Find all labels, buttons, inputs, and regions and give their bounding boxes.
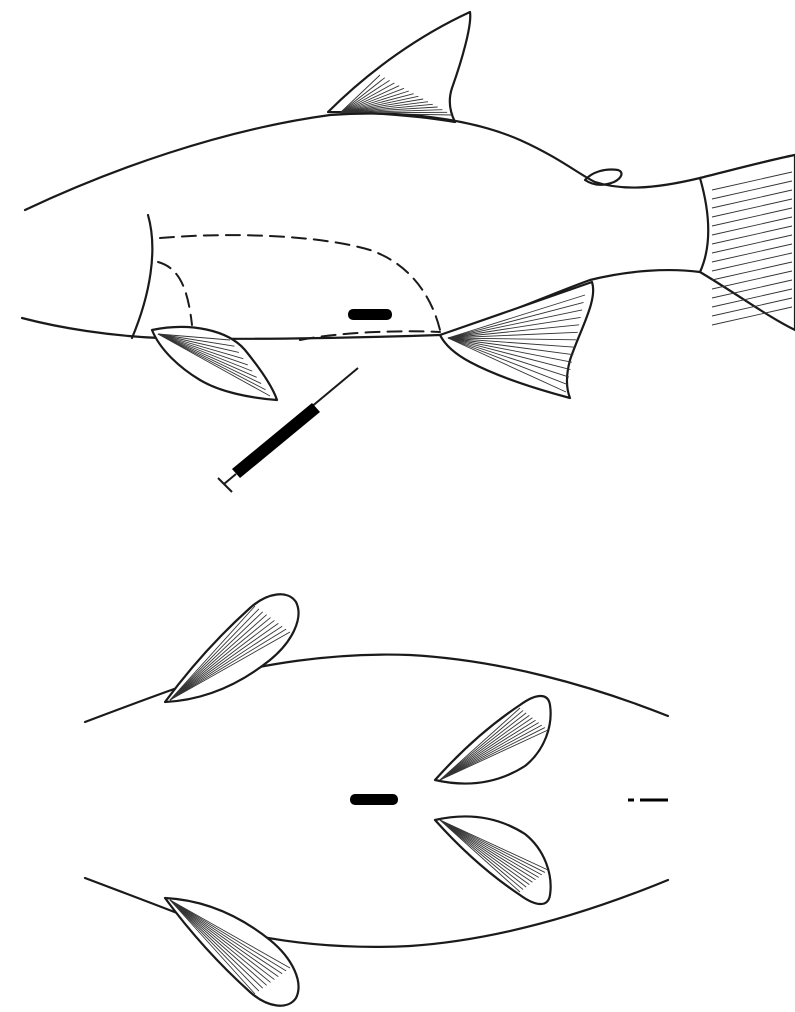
lateral-view	[22, 12, 795, 492]
operculum-line	[132, 215, 152, 338]
anal-fin	[440, 282, 593, 398]
incision-mark	[348, 309, 392, 320]
ventral-view	[85, 594, 668, 1005]
caudal-fin	[700, 155, 795, 330]
lateral-body-upper-outline	[25, 114, 795, 210]
pelvic-fin-left	[435, 696, 551, 784]
ventral-body-upper-outline	[85, 655, 668, 722]
ventral-incision-mark	[350, 794, 398, 805]
pectoral-fin-right	[165, 898, 298, 1006]
cavity-front-dash	[158, 262, 192, 325]
ventral-body-lower-outline	[85, 878, 668, 947]
pectoral-fin-left	[165, 594, 298, 702]
pelvic-fin-right	[435, 816, 551, 904]
adipose-fin	[585, 169, 621, 184]
body-cavity-outline	[160, 235, 440, 330]
dorsal-fin	[328, 12, 470, 122]
lateral-body-lower-outline	[22, 270, 700, 339]
